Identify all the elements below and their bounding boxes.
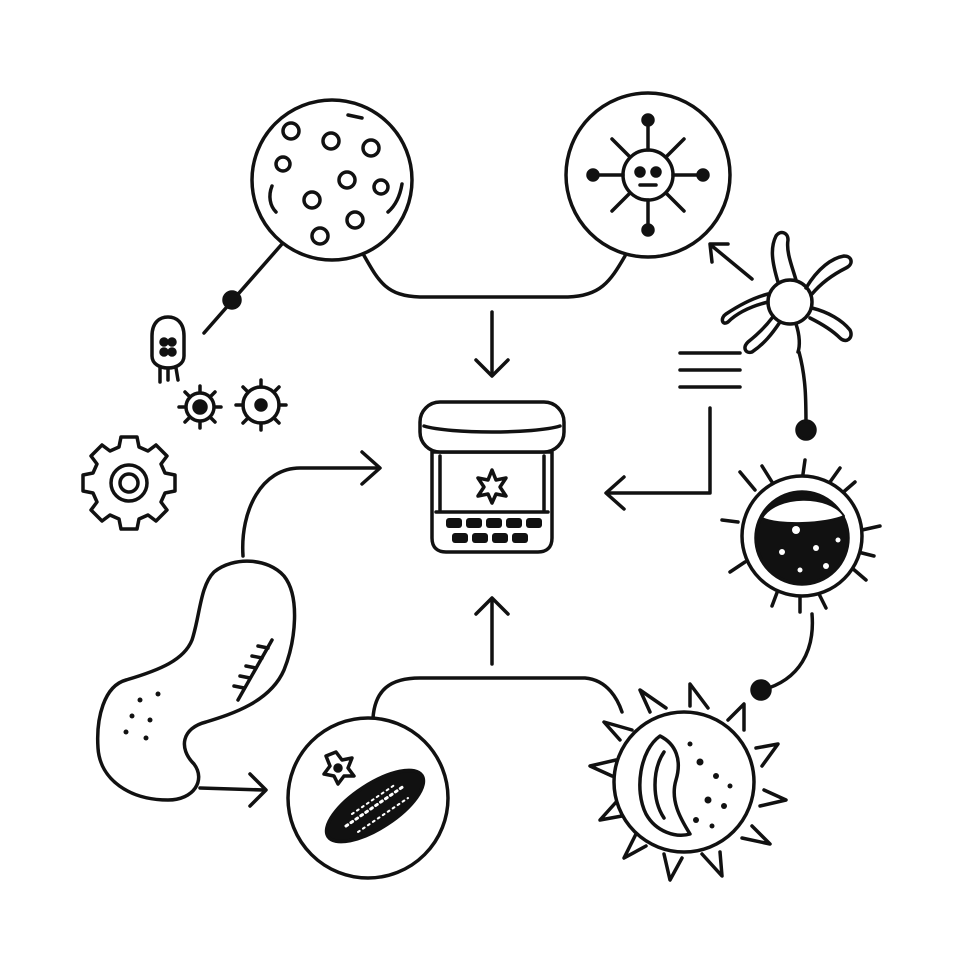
gear-icon (234, 378, 288, 432)
connector-petri-to-phage (202, 242, 284, 335)
arrow-amoeba-to-bacterium (198, 772, 268, 808)
connector-spiky-to-sun (750, 612, 815, 701)
text-lines-icon (678, 351, 742, 389)
bacteriophage-icon (150, 315, 186, 384)
arrow-bottom-up (474, 596, 510, 666)
petri-plate-icon (250, 98, 414, 262)
sun-cell-icon (588, 682, 788, 882)
bacterium-rod-icon (286, 716, 450, 880)
specimen-jar-icon (418, 400, 566, 554)
amoeba-icon (95, 559, 297, 802)
arrow-to-virus (708, 242, 754, 281)
gear-icon (177, 384, 223, 430)
spiky-cell-icon (720, 458, 882, 614)
arrow-right-into-jar (604, 406, 712, 511)
arrow-amoeba-to-jar (241, 450, 382, 558)
connector-top (360, 250, 627, 299)
neuron-cell-icon (720, 230, 853, 355)
connector-bottom (371, 676, 624, 720)
arrow-top-down (474, 310, 510, 378)
gear-icon (81, 435, 177, 531)
connector-neuron-stem (795, 350, 817, 441)
virus-icon (564, 91, 732, 259)
